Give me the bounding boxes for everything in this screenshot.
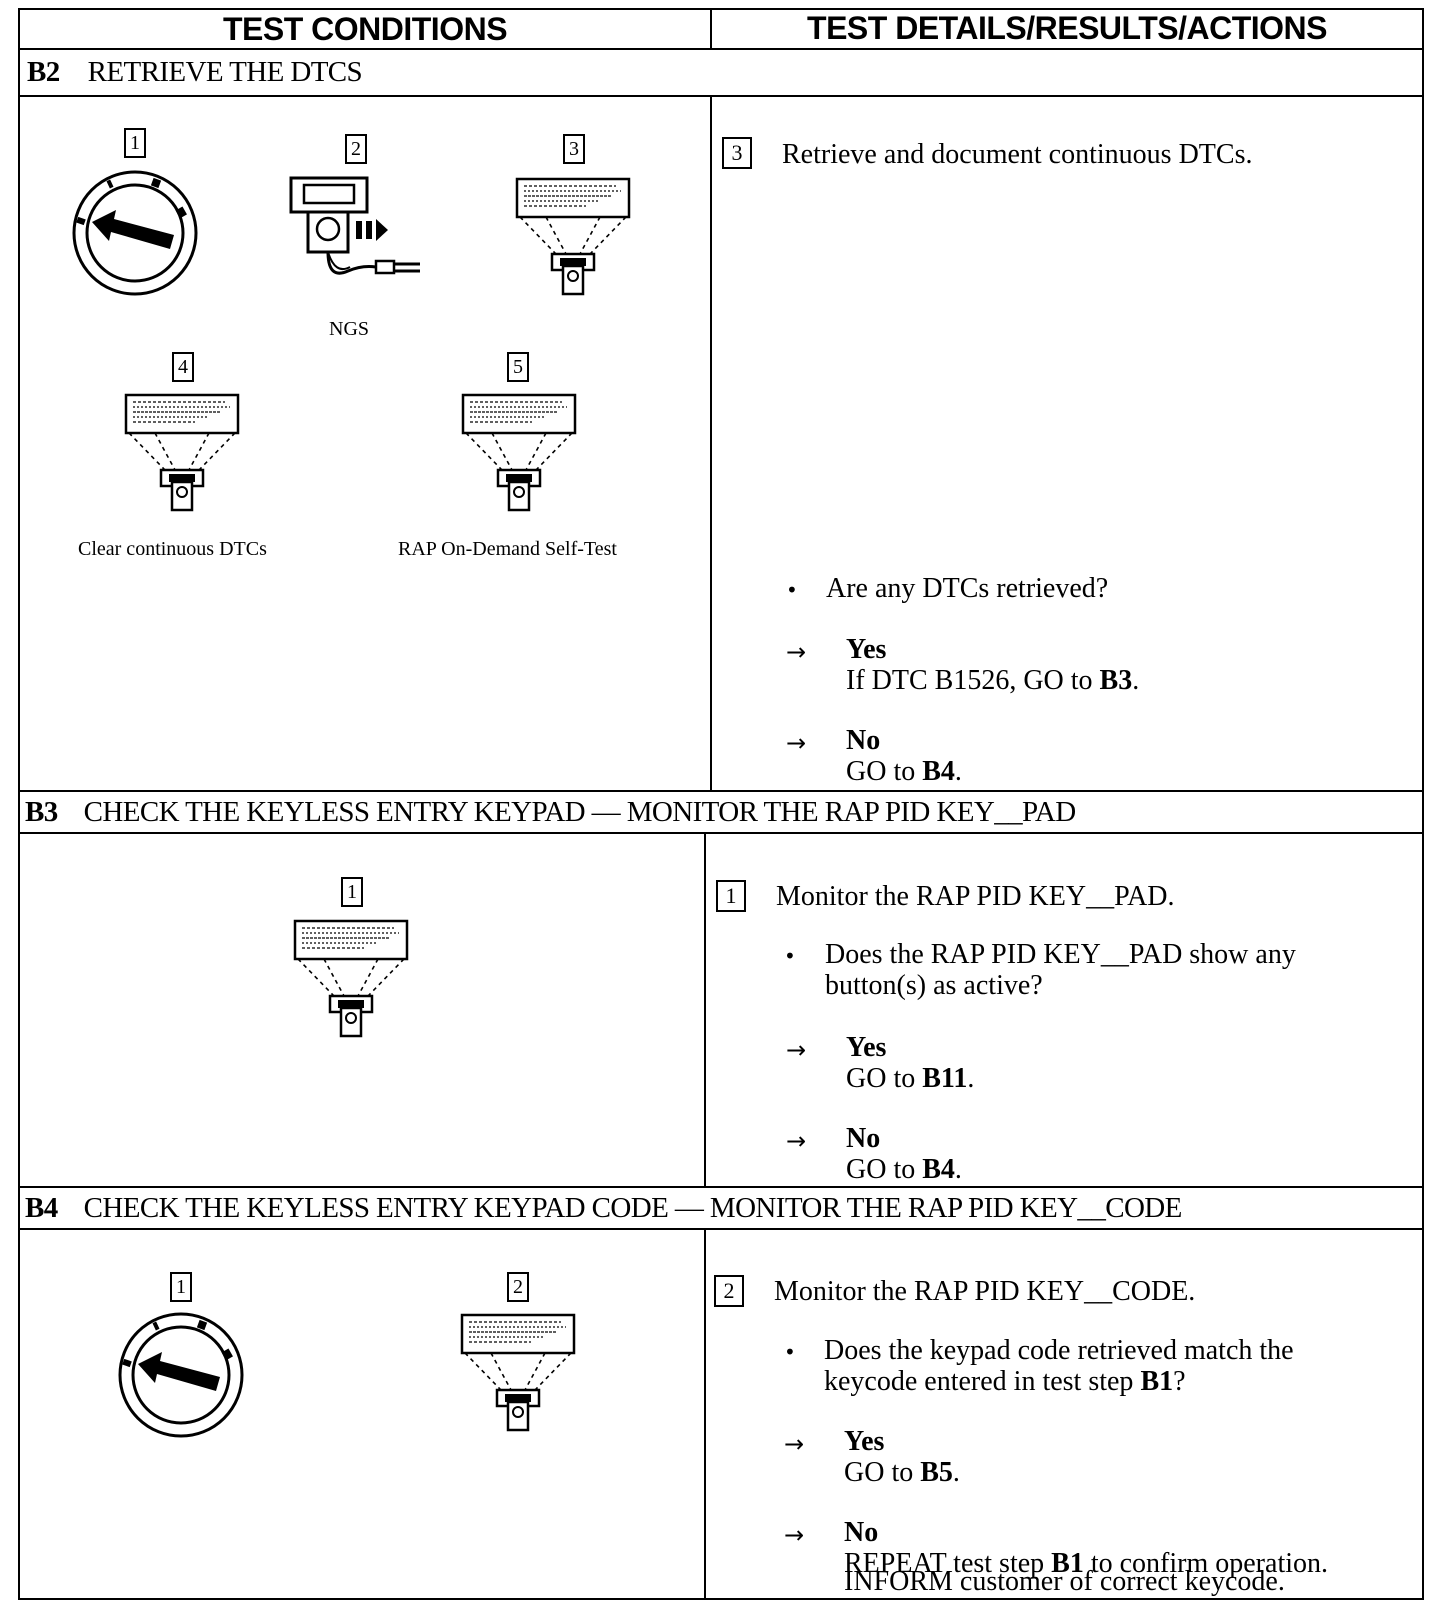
b4-yes-arrow: → bbox=[784, 1430, 805, 1458]
scan-tool-display-icon bbox=[124, 393, 240, 512]
frame-left bbox=[18, 8, 20, 1600]
section-b4-heading: B4 CHECK THE KEYLESS ENTRY KEYPAD CODE — … bbox=[25, 1188, 1182, 1228]
header-test-details: TEST DETAILS/RESULTS/ACTIONS bbox=[807, 10, 1327, 46]
b4-no-label: No bbox=[844, 1517, 879, 1548]
b3-step-1-number: 1 bbox=[341, 877, 363, 907]
b4-bullet: • bbox=[784, 1340, 796, 1364]
b2-no-action-ref: B4 bbox=[922, 756, 955, 787]
b3-detail-step-number: 1 bbox=[716, 880, 746, 912]
b2-yes-action-suffix: . bbox=[1132, 665, 1140, 696]
b3-yes-action-text: GO to bbox=[846, 1063, 923, 1094]
b3-no-action-text: GO to bbox=[846, 1154, 923, 1185]
b4-no-action-ref: B1 bbox=[1051, 1548, 1084, 1579]
b2-step-4-number: 4 bbox=[172, 352, 194, 382]
caption-ngs: NGS bbox=[329, 318, 370, 340]
b2-column-divider bbox=[710, 95, 712, 791]
b3-column-divider bbox=[704, 832, 706, 1186]
b4-detail-text: Monitor the RAP PID KEY__CODE. bbox=[774, 1276, 1196, 1307]
scan-tool-display-icon bbox=[515, 177, 631, 296]
b2-yes-label: Yes bbox=[846, 634, 887, 665]
b3-yes-arrow: → bbox=[786, 1036, 807, 1064]
b4-step-2-number: 2 bbox=[507, 1272, 529, 1302]
b2-yes-action-ref: B3 bbox=[1099, 665, 1133, 696]
b3-heading-rule bbox=[18, 832, 1424, 834]
b4-no-action-line2: INFORM customer of correct keycode. bbox=[844, 1566, 1285, 1597]
b2-detail-step-number: 3 bbox=[722, 137, 752, 169]
b2-step-3-number: 3 bbox=[563, 134, 585, 164]
b3-bottom-rule bbox=[18, 1186, 1424, 1188]
caption-rap-self-test: RAP On-Demand Self-Test bbox=[398, 538, 617, 560]
frame-right bbox=[1422, 8, 1424, 1600]
b3-question: Does the RAP PID KEY__PAD show any butto… bbox=[825, 939, 1296, 1001]
b4-no-action-suffix: to confirm operation. bbox=[1083, 1548, 1328, 1579]
b4-yes-label: Yes bbox=[844, 1426, 885, 1457]
b2-bullet: • bbox=[786, 578, 798, 602]
b4-heading-rule bbox=[18, 1228, 1424, 1230]
b3-no-action: GO to B4. bbox=[846, 1154, 962, 1185]
b2-no-action-text: GO to bbox=[846, 756, 923, 787]
section-b3-title: CHECK THE KEYLESS ENTRY KEYPAD — MONITOR… bbox=[83, 796, 1077, 828]
b2-no-arrow: → bbox=[786, 729, 807, 757]
b2-yes-action: If DTC B1526, GO to B3. bbox=[846, 665, 1139, 696]
caption-clear-continuous-dtcs: Clear continuous DTCs bbox=[78, 538, 267, 560]
b3-no-arrow: → bbox=[786, 1127, 807, 1155]
b4-yes-action: GO to B5. bbox=[844, 1457, 960, 1488]
b4-question-text: Does the keypad code retrieved match the… bbox=[824, 1335, 1294, 1397]
b3-yes-action: GO to B11. bbox=[846, 1063, 974, 1094]
section-b4-code: B4 bbox=[25, 1192, 58, 1224]
scan-tool-display-icon bbox=[461, 393, 577, 512]
b2-detail-text: Retrieve and document continuous DTCs. bbox=[782, 139, 1253, 170]
section-b4-title: CHECK THE KEYLESS ENTRY KEYPAD CODE — MO… bbox=[83, 1192, 1183, 1224]
frame-bottom bbox=[18, 1598, 1424, 1600]
scan-tool-display-icon bbox=[460, 1313, 576, 1432]
b4-no-action-line1: REPEAT test step B1 to confirm operation… bbox=[844, 1548, 1328, 1579]
b4-step-1-number: 1 bbox=[170, 1272, 192, 1302]
b4-question-suffix: ? bbox=[1173, 1366, 1186, 1397]
b4-yes-action-ref: B5 bbox=[920, 1457, 953, 1488]
b2-question: Are any DTCs retrieved? bbox=[826, 573, 1109, 604]
b2-yes-arrow: → bbox=[786, 638, 807, 666]
b3-yes-action-ref: B11 bbox=[922, 1063, 968, 1094]
b3-no-action-suffix: . bbox=[954, 1154, 962, 1185]
b3-detail-text: Monitor the RAP PID KEY__PAD. bbox=[776, 881, 1175, 912]
b3-bullet: • bbox=[784, 944, 796, 968]
ignition-switch-icon bbox=[72, 170, 198, 296]
section-b3-code: B3 bbox=[25, 796, 58, 828]
b4-column-divider bbox=[704, 1228, 706, 1598]
section-b3-heading: B3 CHECK THE KEYLESS ENTRY KEYPAD — MONIT… bbox=[25, 792, 1076, 832]
b2-heading-rule bbox=[18, 95, 1424, 97]
b2-no-action-suffix: . bbox=[954, 756, 962, 787]
b3-no-label: No bbox=[846, 1123, 881, 1154]
b4-yes-action-suffix: . bbox=[952, 1457, 960, 1488]
b4-yes-action-text: GO to bbox=[844, 1457, 921, 1488]
b4-question-ref: B1 bbox=[1140, 1366, 1174, 1397]
b2-no-action: GO to B4. bbox=[846, 756, 962, 787]
b4-no-arrow: → bbox=[784, 1521, 805, 1549]
b3-yes-label: Yes bbox=[846, 1032, 887, 1063]
header-divider bbox=[710, 8, 712, 48]
b2-step-1-number: 1 bbox=[124, 128, 146, 158]
section-b2-heading: B2 RETRIEVE THE DTCS bbox=[27, 50, 363, 94]
section-b2-title: RETRIEVE THE DTCS bbox=[87, 56, 363, 88]
b2-step-2-number: 2 bbox=[345, 134, 367, 164]
b2-bottom-rule bbox=[18, 790, 1424, 792]
frame-top bbox=[18, 8, 1424, 10]
b4-no-action-text: REPEAT test step bbox=[844, 1548, 1052, 1579]
b2-step-5-number: 5 bbox=[507, 352, 529, 382]
b4-detail-step-number: 2 bbox=[714, 1275, 744, 1307]
ngs-scan-tool-icon bbox=[289, 176, 420, 275]
b4-question: Does the keypad code retrieved match the… bbox=[824, 1335, 1354, 1397]
scan-tool-display-icon bbox=[293, 919, 409, 1038]
b3-yes-action-suffix: . bbox=[967, 1063, 975, 1094]
b2-no-label: No bbox=[846, 725, 881, 756]
b2-yes-action-text: If DTC B1526, GO to bbox=[846, 665, 1100, 696]
header-bottom-rule bbox=[18, 48, 1424, 50]
header-test-conditions: TEST CONDITIONS bbox=[222, 11, 508, 47]
ignition-switch-icon bbox=[118, 1312, 244, 1438]
section-b2-code: B2 bbox=[27, 56, 60, 88]
b3-no-action-ref: B4 bbox=[922, 1154, 955, 1185]
